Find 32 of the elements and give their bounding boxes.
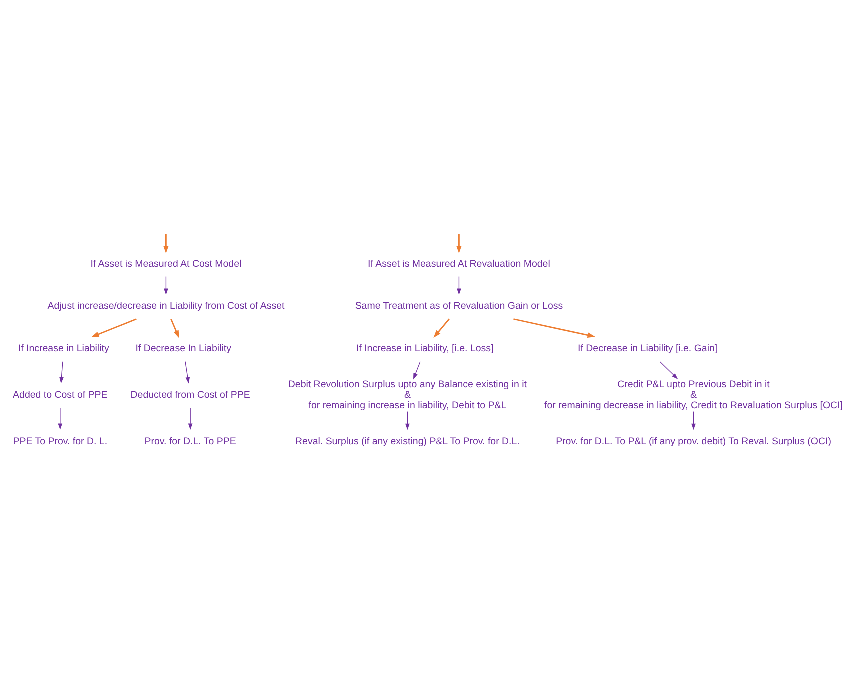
node-text: If Increase in Liability (18, 343, 110, 354)
arrow (164, 276, 168, 295)
arrow (188, 407, 193, 430)
arrow (414, 361, 421, 380)
arrow (185, 361, 190, 384)
node-text: If Decrease in Liability [i.e. Gain] (578, 343, 718, 354)
node-text: Adjust increase/decrease in Liability from Cost of Asset (48, 300, 285, 312)
node-text: If Asset is Measured At Revaluation Model (368, 258, 550, 270)
arrow (456, 234, 462, 254)
node-text: Reval. Surplus (if any existing) P&L To Prov. for D.L. (296, 436, 520, 447)
node-text: PPE To Prov. for D. L. (13, 436, 108, 447)
node-text: If Decrease In Liability (136, 343, 232, 354)
node-text: Same Treatment as of Revaluation Gain or Loss (355, 300, 564, 312)
arrow (91, 318, 137, 337)
arrow (60, 361, 64, 384)
arrow (434, 318, 450, 338)
arrow (164, 234, 169, 254)
node-text: Deducted from Cost of PPE (130, 389, 250, 400)
node-text: Prov. for D.L. To PPE (144, 436, 236, 447)
node-text: Debit Revolution Surplus upto any Balance existing in it & for remaining increase in liability, Debit to P&L (288, 379, 528, 411)
arrow (692, 410, 696, 430)
arrow (170, 318, 180, 338)
arrow (457, 276, 462, 295)
node-text: Added to Cost of PPE (13, 389, 108, 400)
arrow (406, 410, 410, 430)
arrow (660, 361, 678, 379)
node-text: If Asset is Measured At Cost Model (90, 258, 242, 270)
arrow (58, 407, 63, 430)
node-text: Prov. for D.L. To P&L (if any prov. debit) To Reval. Surplus (OCI) (556, 436, 832, 447)
arrow (514, 318, 596, 338)
node-text: Credit P&L upto Previous Debit in it & for remaining decrease in liability, Credit to Revaluation Surplus [OCI] (544, 379, 843, 411)
node-text: If Increase in Liability, [i.e. Loss] (356, 343, 494, 354)
